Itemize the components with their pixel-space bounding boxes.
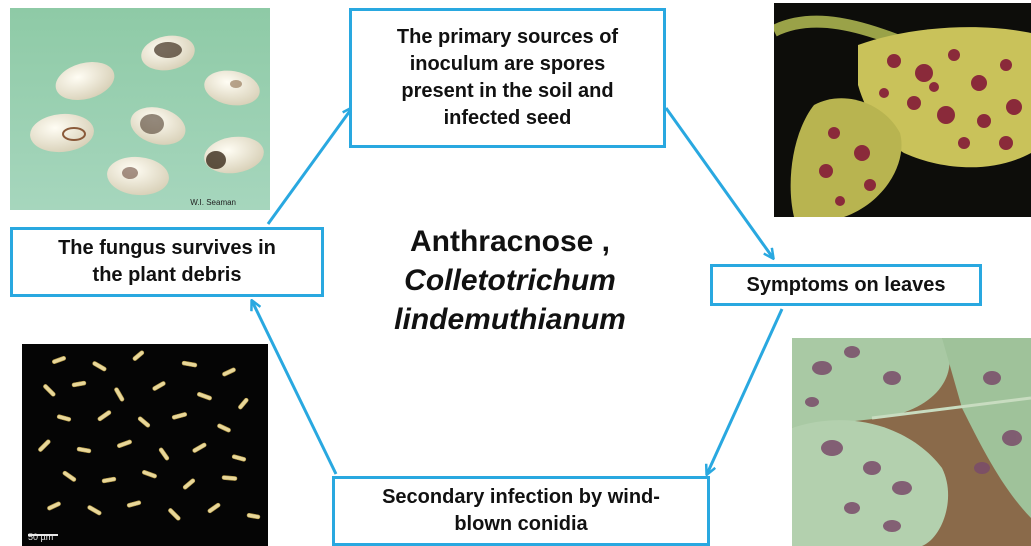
pathogen-species: lindemuthianum	[375, 300, 645, 339]
leaf-symptoms-photo	[774, 3, 1031, 217]
step-primary-inoculum: The primary sources of inoculum are spor…	[349, 8, 666, 148]
photo-credit: W.I. Seaman	[190, 198, 236, 207]
infected-seeds-photo: W.I. Seaman	[10, 8, 270, 210]
leaf-lesions-photo	[792, 338, 1031, 546]
conidia-micrograph-photo: 50 µm	[22, 344, 268, 546]
scale-bar-label: 50 µm	[28, 532, 53, 542]
step-leaf-symptoms: Symptoms on leaves	[710, 264, 982, 306]
step-fungus-survival: The fungus survives in the plant debris	[10, 227, 324, 297]
pathogen-genus: Colletotrichum	[375, 261, 645, 300]
arrow-primary-to-symptoms	[666, 108, 773, 258]
disease-common-name: Anthracnose ,	[375, 222, 645, 261]
step-secondary-infection: Secondary infection by wind- blown conid…	[332, 476, 710, 546]
disease-title: Anthracnose , Colletotrichum lindemuthia…	[375, 222, 645, 339]
arrow-survive-to-primary	[268, 108, 352, 224]
arrow-symptoms-to-secondary	[707, 309, 782, 474]
